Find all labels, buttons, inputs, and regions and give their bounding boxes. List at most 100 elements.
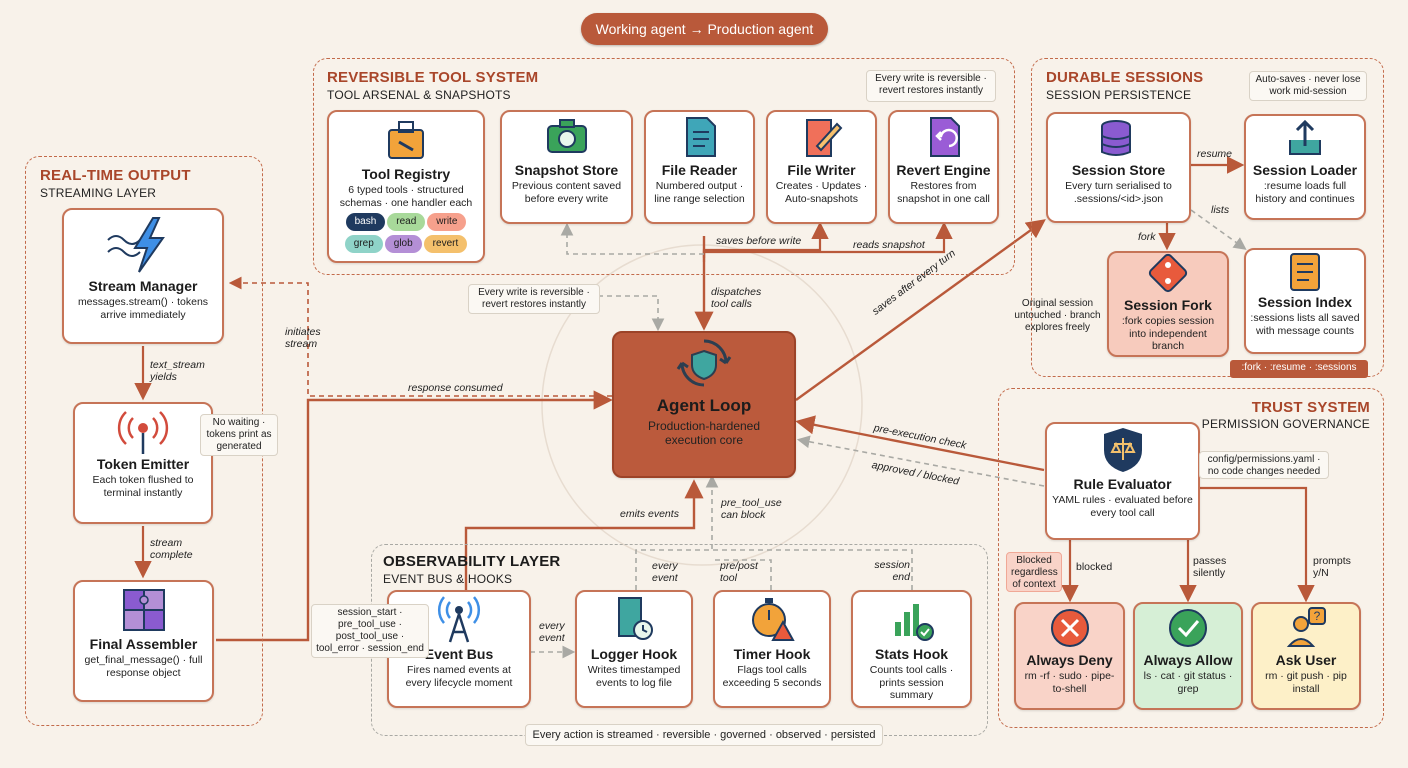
- logger-hook-desc: Writes timestamped events to log file: [587, 664, 681, 689]
- tool-tag-revert: revert: [423, 235, 468, 253]
- footer-note: Every action is streamed · reversible · …: [525, 724, 883, 746]
- session-index-card[interactable]: Session Index :sessions lists all saved …: [1244, 248, 1366, 354]
- agent-loop-title: Agent Loop: [656, 396, 752, 415]
- stats-hook-card[interactable]: Stats Hook Counts tool calls · prints se…: [851, 590, 972, 708]
- always-deny-card[interactable]: Always Deny rm -rf · sudo · pipe-to-shel…: [1014, 602, 1125, 710]
- session-commands: :fork · :resume · :sessions: [1230, 360, 1368, 378]
- session-fork-desc: :fork copies session into independent br…: [1121, 315, 1215, 352]
- ask-user-card[interactable]: ? Ask User rm · git push · pip install: [1251, 602, 1361, 710]
- observability-title: OBSERVABILITY LAYER: [383, 553, 561, 570]
- edge-session-end: session end: [874, 559, 910, 583]
- final-assembler-card[interactable]: Final Assembler get_final_message() · fu…: [73, 580, 214, 702]
- blocked-regardless-note: Blocked regardless of context: [1006, 552, 1062, 592]
- session-loader-card[interactable]: Session Loader :resume loads full histor…: [1244, 114, 1366, 220]
- tools-title: REVERSIBLE TOOL SYSTEM: [327, 69, 539, 86]
- check-circle-icon: [1135, 604, 1241, 652]
- always-allow-card[interactable]: Always Allow ls · cat · git status · gre…: [1133, 602, 1243, 710]
- stopwatch-warning-icon: [715, 592, 829, 646]
- user-question-icon: ?: [1253, 604, 1359, 652]
- list-icon: [1246, 250, 1364, 294]
- event-bus-title: Event Bus: [424, 646, 494, 662]
- database-icon: [1048, 114, 1189, 162]
- edge-fork: fork: [1138, 231, 1156, 243]
- token-emitter-title: Token Emitter: [96, 456, 190, 472]
- agent-loop-card[interactable]: Agent Loop Production-hardened execution…: [612, 331, 796, 478]
- stats-hook-title: Stats Hook: [874, 646, 949, 662]
- session-index-desc: :sessions lists all saved with message c…: [1250, 312, 1360, 337]
- edge-every-event-side: every event: [539, 620, 565, 644]
- timer-hook-title: Timer Hook: [733, 646, 811, 662]
- agent-loop-desc: Production-hardened execution core: [647, 419, 761, 447]
- session-fork-card[interactable]: Session Fork :fork copies session into i…: [1107, 251, 1229, 357]
- event-bus-desc: Fires named events at every lifecycle mo…: [405, 664, 513, 689]
- edge-resume: resume: [1197, 148, 1233, 160]
- file-reader-desc: Numbered output · line range selection: [654, 180, 745, 205]
- event-bus-card[interactable]: Event Bus Fires named events at every li…: [387, 590, 531, 708]
- stream-manager-card[interactable]: Stream Manager messages.stream() · token…: [62, 208, 224, 344]
- permissions-note: config/permissions.yaml · no code change…: [1199, 451, 1329, 479]
- edge-stream-complete: stream complete: [150, 537, 193, 561]
- antenna-icon: [75, 404, 211, 456]
- session-store-card[interactable]: Session Store Every turn serialised to .…: [1046, 112, 1191, 223]
- session-store-title: Session Store: [1071, 162, 1166, 178]
- region-tools: [313, 58, 1015, 275]
- toolbox-icon: [329, 112, 483, 166]
- file-writer-card[interactable]: File Writer Creates · Updates · Auto-sna…: [766, 110, 877, 224]
- session-loader-title: Session Loader: [1252, 162, 1358, 178]
- tools-top-note: Every write is reversible · revert resto…: [866, 70, 996, 102]
- svg-text:?: ?: [1314, 609, 1321, 623]
- stream-manager-desc: messages.stream() · tokens arrive immedi…: [77, 296, 209, 321]
- final-assembler-desc: get_final_message() · full response obje…: [84, 654, 203, 679]
- sessions-title: DURABLE SESSIONS: [1046, 69, 1204, 86]
- stats-hook-desc: Counts tool calls · prints session summa…: [869, 664, 954, 701]
- bar-chart-icon: [853, 592, 970, 646]
- token-emitter-card[interactable]: Token Emitter Each token flushed to term…: [73, 402, 213, 524]
- snapshot-store-card[interactable]: Snapshot Store Previous content saved be…: [500, 110, 633, 224]
- revert-engine-card[interactable]: Revert Engine Restores from snapshot in …: [888, 110, 999, 224]
- puzzle-icon: [75, 582, 212, 636]
- camera-icon: [502, 112, 631, 162]
- upload-tray-icon: [1246, 116, 1364, 162]
- document-icon: [646, 112, 753, 162]
- timer-hook-desc: Flags tool calls exceeding 5 seconds: [722, 664, 822, 689]
- file-writer-title: File Writer: [787, 162, 856, 178]
- logger-hook-title: Logger Hook: [590, 646, 678, 662]
- edge-initiates-stream: initiates stream: [285, 326, 321, 350]
- region-sessions: [1031, 58, 1384, 377]
- edge-every-event-top: every event: [652, 560, 678, 584]
- file-writer-desc: Creates · Updates · Auto-snapshots: [775, 180, 868, 205]
- git-fork-icon: [1109, 253, 1227, 297]
- tool-registry-card[interactable]: Tool Registry 6 typed tools · structured…: [327, 110, 485, 263]
- always-deny-title: Always Deny: [1026, 652, 1113, 668]
- fork-side-note: Original session untouched · branch expl…: [1014, 298, 1101, 333]
- broadcast-tower-icon: [389, 592, 529, 646]
- scales-shield-icon: [1047, 424, 1198, 476]
- logger-hook-card[interactable]: Logger Hook Writes timestamped events to…: [575, 590, 693, 708]
- tool-tag-grep: grep: [344, 235, 383, 253]
- tool-registry-desc: 6 typed tools · structured schemas · one…: [339, 184, 473, 209]
- edge-pre-tool-use-block: pre_tool_use can block: [721, 497, 782, 521]
- stream-manager-title: Stream Manager: [88, 278, 198, 294]
- sessions-subtitle: SESSION PERSISTENCE: [1046, 88, 1192, 102]
- edge-emits-events: emits events: [620, 508, 679, 520]
- rule-evaluator-title: Rule Evaluator: [1073, 476, 1172, 492]
- revert-document-icon: [890, 112, 997, 162]
- observability-subtitle: EVENT BUS & HOOKS: [383, 572, 513, 586]
- file-reader-card[interactable]: File Reader Numbered output · line range…: [644, 110, 755, 224]
- tool-tag-bash: bash: [345, 213, 386, 231]
- edge-reads-snapshot: reads snapshot: [853, 239, 925, 251]
- realtime-subtitle: STREAMING LAYER: [40, 186, 157, 200]
- session-loader-desc: :resume loads full history and continues: [1255, 180, 1355, 205]
- revert-engine-desc: Restores from snapshot in one call: [897, 180, 990, 205]
- rule-evaluator-card[interactable]: Rule Evaluator YAML rules · evaluated be…: [1045, 422, 1200, 540]
- edge-text-stream-yields: text_stream yields: [150, 359, 205, 383]
- tokens-note: No waiting · tokens print as generated: [200, 414, 278, 456]
- always-allow-title: Always Allow: [1143, 652, 1233, 668]
- token-emitter-desc: Each token flushed to terminal instantly: [92, 474, 194, 499]
- tool-registry-title: Tool Registry: [361, 166, 451, 182]
- timer-hook-card[interactable]: Timer Hook Flags tool calls exceeding 5 …: [713, 590, 831, 708]
- session-store-desc: Every turn serialised to .sessions/<id>.…: [1065, 180, 1172, 205]
- always-deny-desc: rm -rf · sudo · pipe-to-shell: [1024, 670, 1115, 695]
